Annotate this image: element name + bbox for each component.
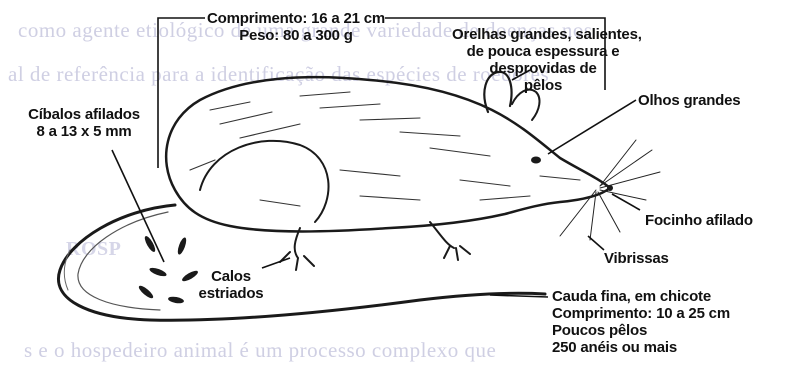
whiskers-label: Vibrissas xyxy=(604,250,669,267)
ears-label: Orelhas grandes, salientes, de pouca esp… xyxy=(452,26,634,94)
weight-label: Peso: 80 a 300 g xyxy=(206,27,386,44)
length-label: Comprimento: 16 a 21 cm xyxy=(206,10,386,27)
tail-label: Cauda fina, em chicote Comprimento: 10 a… xyxy=(552,288,730,356)
eyes-label: Olhos grandes xyxy=(638,92,740,109)
droppings-label: Cíbalos afilados 8 a 13 x 5 mm xyxy=(4,106,164,140)
size-label: Comprimento: 16 a 21 cm Peso: 80 a 300 g xyxy=(206,10,386,44)
snout-label: Focinho afilado xyxy=(645,212,753,229)
calluses-label: Calos estriados xyxy=(196,268,266,302)
